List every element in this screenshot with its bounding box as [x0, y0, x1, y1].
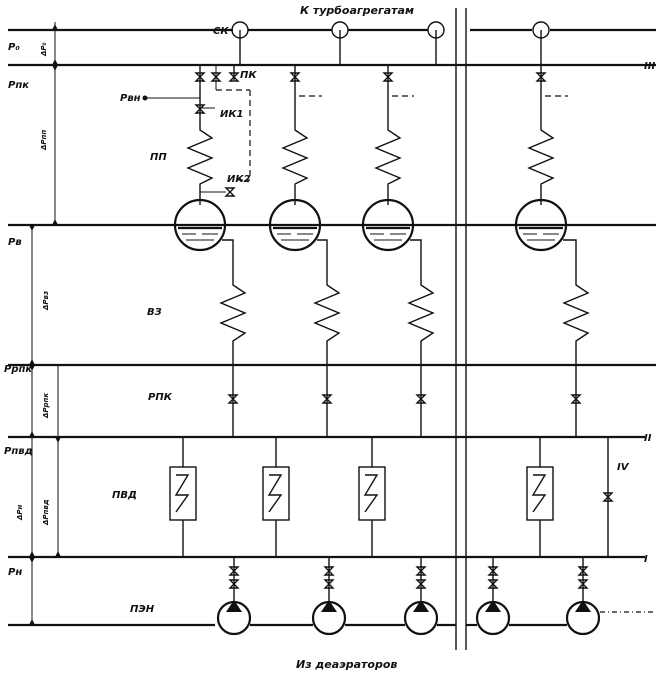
label-pen: ПЭН	[130, 604, 155, 615]
economizer-coil	[313, 239, 341, 437]
label-p0: P₀	[8, 42, 20, 53]
valve-icon	[227, 394, 239, 404]
hp-heater	[169, 466, 197, 521]
label-sk: СК	[213, 26, 229, 37]
valve-icon	[415, 579, 427, 589]
label-pv: Pв	[8, 237, 22, 248]
label-pvn: Pвн	[120, 93, 141, 104]
stop-valve-circle	[331, 21, 349, 39]
label-pk: ПК	[240, 70, 257, 81]
valve-icon	[289, 72, 301, 82]
label-pp: ПП	[150, 152, 167, 163]
valve-icon	[321, 394, 333, 404]
label-ik1: ИК1	[220, 109, 244, 120]
superheater-coil	[281, 125, 309, 205]
label-roman-iv: IV	[617, 462, 630, 473]
valve-icon	[415, 566, 427, 576]
valve-icon	[487, 579, 499, 589]
headers	[8, 28, 656, 627]
label-roman-ii: II	[644, 433, 652, 444]
left-dimensions	[29, 22, 61, 625]
label-ik2: ИК2	[227, 174, 251, 185]
text-labels: К турбоагрегатам Из деаэраторов СК ПК ИК…	[4, 4, 655, 671]
valve-icon	[228, 72, 240, 82]
superheater-coil	[374, 125, 402, 205]
valve-icon	[415, 394, 427, 404]
stop-valve-circle	[427, 21, 445, 39]
valve-icon	[323, 566, 335, 576]
valve-icon	[194, 72, 206, 82]
valve-icon	[224, 187, 236, 197]
label-vz: ВЗ	[147, 307, 162, 318]
superheater-coils	[281, 65, 568, 205]
label-prpk: Pрпк	[4, 364, 32, 375]
top-caption: К турбоагрегатам	[300, 4, 414, 17]
valve-icon	[382, 72, 394, 82]
stop-valve-circle	[231, 21, 249, 39]
section-separator	[455, 8, 467, 650]
label-dpn: ΔPн	[16, 504, 24, 521]
valve-icon	[602, 492, 614, 502]
drum	[173, 198, 227, 252]
label-dpvz: ΔPвз	[42, 291, 50, 311]
economizer-coil	[407, 239, 435, 437]
economizer-coil	[219, 239, 247, 437]
drum	[361, 198, 415, 252]
drum	[514, 198, 568, 252]
label-dppvd: ΔPпвд	[42, 499, 50, 526]
valve-icon	[535, 72, 547, 82]
economizer-coils	[219, 239, 590, 437]
label-roman-iii: III	[644, 61, 655, 72]
label-pn: Pн	[8, 567, 22, 578]
hp-heater	[358, 466, 386, 521]
label-dp0: ΔP₀	[40, 42, 48, 57]
economizer-coil	[562, 239, 590, 437]
drum	[268, 198, 322, 252]
valve-icon	[210, 72, 222, 82]
label-dprpk: ΔPрпк	[42, 393, 50, 419]
label-roman-i: I	[644, 554, 648, 565]
valve-icon	[194, 104, 206, 114]
superheater-coil	[527, 125, 555, 205]
label-dppp: ΔPпп	[40, 130, 48, 151]
label-rpk: РПК	[148, 392, 173, 403]
valve-icon	[228, 579, 240, 589]
drums	[173, 198, 568, 252]
boiler-1-steam-path	[142, 65, 251, 205]
valve-icon	[323, 579, 335, 589]
hp-heaters	[169, 437, 614, 557]
label-ppk: Pпк	[8, 80, 29, 91]
hp-heater	[526, 466, 554, 521]
valve-icon	[487, 566, 499, 576]
stop-valve-circle	[532, 21, 550, 39]
valve-icon	[228, 566, 240, 576]
stop-valves	[231, 21, 550, 65]
valve-icon	[577, 579, 589, 589]
label-ppvd: Pпвд	[4, 446, 33, 457]
feed-pumps	[216, 557, 601, 636]
hp-heater	[262, 466, 290, 521]
valve-icon	[577, 566, 589, 576]
bottom-caption: Из деаэраторов	[296, 658, 397, 671]
valve-icon	[570, 394, 582, 404]
label-pvd: ПВД	[112, 490, 137, 501]
superheater-coil	[186, 125, 214, 205]
